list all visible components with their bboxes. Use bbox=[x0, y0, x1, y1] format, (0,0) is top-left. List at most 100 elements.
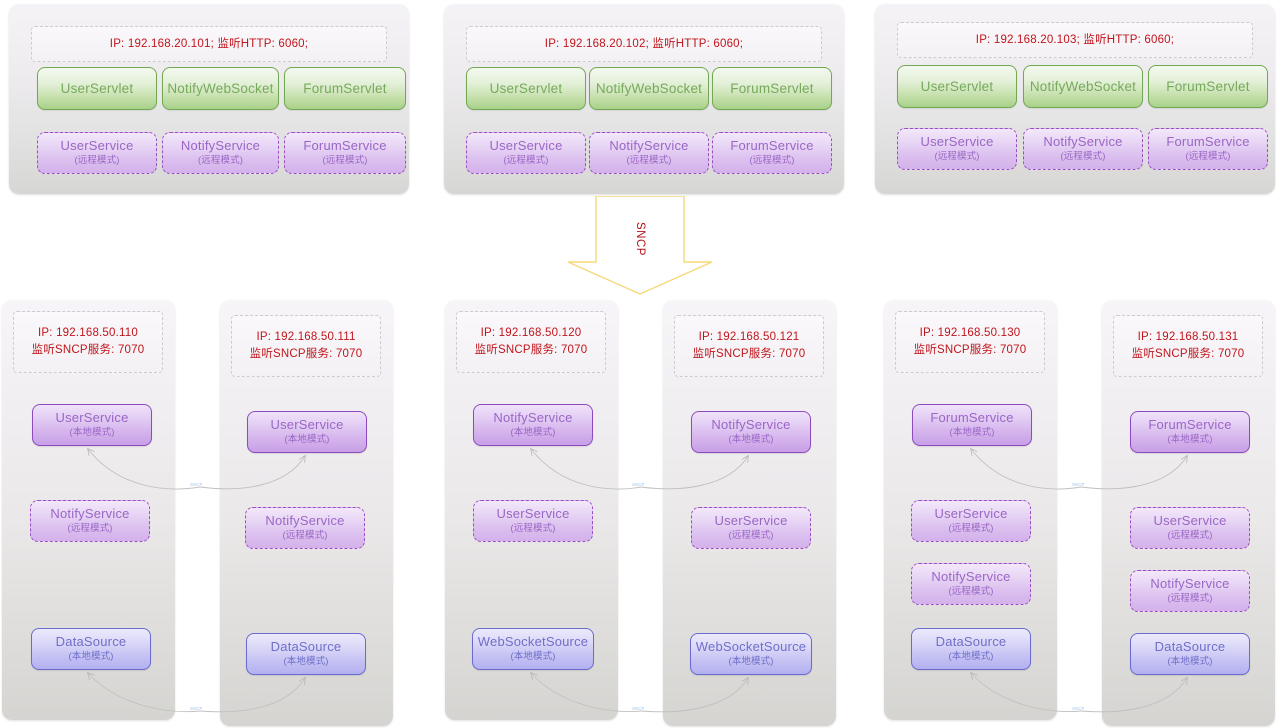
component-mode: (本地模式) bbox=[728, 656, 774, 667]
component-title: NotifyService bbox=[493, 410, 573, 426]
service-node-192-168-50-111[interactable]: IP: 192.168.50.111 监听SNCP服务: 7070 UserSe… bbox=[220, 300, 393, 726]
component-title: WebSocketSource bbox=[695, 639, 807, 655]
component-title: ForumService bbox=[303, 138, 387, 154]
component-title: UserService bbox=[55, 410, 129, 426]
node-header-ip: IP: 192.168.50.110 bbox=[38, 327, 138, 340]
component-title: UserService bbox=[496, 506, 570, 522]
component-mode: (本地模式) bbox=[948, 651, 994, 662]
component-forumservlet[interactable]: ForumServlet bbox=[712, 67, 832, 110]
node-header: IP: 192.168.20.102; 监听HTTP: 6060; bbox=[466, 26, 822, 62]
component-title: UserService bbox=[714, 513, 788, 529]
sncp-link-label: SNCP bbox=[632, 706, 645, 711]
sncp-link-label: SNCP bbox=[1072, 706, 1085, 711]
node-header-port: 监听SNCP服务: 7070 bbox=[913, 344, 1027, 356]
component-notifyservice-remote[interactable]: NotifyService (远程模式) bbox=[1130, 570, 1250, 612]
node-header-ip: IP: 192.168.50.111 bbox=[256, 331, 356, 344]
node-header-line: IP: 192.168.20.103; 监听HTTP: 6060; bbox=[975, 33, 1175, 46]
component-userservice-remote[interactable]: UserService (远程模式) bbox=[691, 507, 811, 549]
web-node-192-168-20-101[interactable]: IP: 192.168.20.101; 监听HTTP: 6060; UserSe… bbox=[9, 4, 409, 194]
component-mode: (远程模式) bbox=[728, 530, 774, 541]
component-datasource-local[interactable]: DataSource (本地模式) bbox=[246, 633, 366, 675]
component-notifyservice-remote[interactable]: NotifyService (远程模式) bbox=[162, 132, 279, 174]
component-forumservice-remote[interactable]: ForumService (远程模式) bbox=[284, 132, 406, 174]
component-forumservice-local[interactable]: ForumService (本地模式) bbox=[1130, 411, 1250, 453]
component-userservice-remote[interactable]: UserService (远程模式) bbox=[473, 500, 593, 542]
component-mode: (本地模式) bbox=[284, 434, 330, 445]
component-mode: (本地模式) bbox=[728, 434, 774, 445]
component-userservlet[interactable]: UserServlet bbox=[37, 67, 157, 110]
service-node-192-168-50-130[interactable]: IP: 192.168.50.130 监听SNCP服务: 7070 ForumS… bbox=[884, 300, 1057, 720]
component-mode: (远程模式) bbox=[948, 586, 994, 597]
component-notifyservice-local[interactable]: NotifyService (本地模式) bbox=[691, 411, 811, 453]
component-notifyservice-remote[interactable]: NotifyService (远程模式) bbox=[30, 500, 150, 542]
component-mode: (本地模式) bbox=[68, 651, 114, 662]
component-mode: (远程模式) bbox=[1060, 151, 1106, 162]
component-forumservlet[interactable]: ForumServlet bbox=[1148, 65, 1268, 108]
component-datasource-local[interactable]: DataSource (本地模式) bbox=[31, 628, 151, 670]
component-notifyservice-local[interactable]: NotifyService (本地模式) bbox=[473, 404, 593, 446]
component-userservlet[interactable]: UserServlet bbox=[466, 67, 586, 110]
component-userservice-remote[interactable]: UserService (远程模式) bbox=[911, 500, 1031, 542]
component-userservice-remote[interactable]: UserService (远程模式) bbox=[1130, 507, 1250, 549]
component-title: NotifyService bbox=[1150, 576, 1230, 592]
component-title: UserService bbox=[270, 417, 344, 433]
component-notifyservice-remote[interactable]: NotifyService (远程模式) bbox=[245, 507, 365, 549]
node-header-port: 监听SNCP服务: 7070 bbox=[692, 348, 806, 360]
component-websocketsource-local[interactable]: WebSocketSource (本地模式) bbox=[690, 633, 812, 675]
sncp-protocol-label: SNCP bbox=[634, 222, 646, 256]
component-title: DataSource bbox=[935, 634, 1007, 650]
service-node-192-168-50-121[interactable]: IP: 192.168.50.121 监听SNCP服务: 7070 Notify… bbox=[663, 300, 836, 726]
node-header-ip: IP: 192.168.50.131 bbox=[1137, 331, 1239, 344]
component-userservlet[interactable]: UserServlet bbox=[897, 65, 1017, 108]
component-userservice-local[interactable]: UserService (本地模式) bbox=[247, 411, 367, 453]
component-title: DataSource bbox=[1154, 639, 1226, 655]
service-node-192-168-50-120[interactable]: IP: 192.168.50.120 监听SNCP服务: 7070 Notify… bbox=[445, 300, 618, 720]
component-notifywebsocket[interactable]: NotifyWebSocket bbox=[1023, 65, 1143, 108]
component-userservice-remote[interactable]: UserService (远程模式) bbox=[897, 128, 1017, 170]
component-userservice-remote[interactable]: UserService (远程模式) bbox=[37, 132, 157, 174]
node-header: IP: 192.168.50.130 监听SNCP服务: 7070 bbox=[895, 311, 1045, 373]
component-websocketsource-local[interactable]: WebSocketSource (本地模式) bbox=[472, 628, 594, 670]
component-notifyservice-remote[interactable]: NotifyService (远程模式) bbox=[1023, 128, 1143, 170]
component-notifyservice-remote[interactable]: NotifyService (远程模式) bbox=[589, 132, 709, 174]
component-title: NotifyService bbox=[1043, 134, 1123, 150]
component-title: UserServlet bbox=[60, 80, 134, 96]
component-notifywebsocket[interactable]: NotifyWebSocket bbox=[162, 67, 279, 110]
component-title: ForumServlet bbox=[1166, 78, 1250, 94]
component-forumservice-remote[interactable]: ForumService (远程模式) bbox=[1148, 128, 1268, 170]
node-header-ip: IP: 192.168.50.120 bbox=[480, 327, 582, 340]
service-node-192-168-50-110[interactable]: IP: 192.168.50.110 监听SNCP服务: 7070 UserSe… bbox=[2, 300, 175, 720]
sncp-link-label: SNCP bbox=[632, 482, 645, 487]
component-mode: (本地模式) bbox=[1167, 656, 1213, 667]
component-title: ForumService bbox=[730, 138, 814, 154]
component-forumservlet[interactable]: ForumServlet bbox=[284, 67, 406, 110]
component-notifywebsocket[interactable]: NotifyWebSocket bbox=[589, 67, 709, 110]
component-title: DataSource bbox=[270, 639, 342, 655]
component-title: ForumService bbox=[930, 410, 1014, 426]
node-header-line: IP: 192.168.20.102; 监听HTTP: 6060; bbox=[544, 37, 744, 50]
component-title: UserService bbox=[489, 138, 563, 154]
component-title: NotifyWebSocket bbox=[167, 80, 274, 96]
component-title: NotifyService bbox=[609, 138, 689, 154]
component-userservice-local[interactable]: UserService (本地模式) bbox=[32, 404, 152, 446]
component-mode: (本地模式) bbox=[949, 427, 995, 438]
component-forumservice-remote[interactable]: ForumService (远程模式) bbox=[712, 132, 832, 174]
component-title: ForumService bbox=[1166, 134, 1250, 150]
sncp-protocol-arrow-icon bbox=[567, 196, 713, 295]
component-title: ForumServlet bbox=[303, 80, 387, 96]
web-node-192-168-20-102[interactable]: IP: 192.168.20.102; 监听HTTP: 6060; UserSe… bbox=[444, 4, 844, 194]
node-header: IP: 192.168.50.131 监听SNCP服务: 7070 bbox=[1113, 315, 1263, 377]
component-mode: (远程模式) bbox=[198, 155, 243, 166]
component-datasource-local[interactable]: DataSource (本地模式) bbox=[1130, 633, 1250, 675]
component-notifyservice-remote[interactable]: NotifyService (远程模式) bbox=[911, 563, 1031, 605]
component-title: UserService bbox=[60, 138, 134, 154]
component-title: UserServlet bbox=[489, 80, 563, 96]
web-node-192-168-20-103[interactable]: IP: 192.168.20.103; 监听HTTP: 6060; UserSe… bbox=[875, 4, 1275, 194]
component-forumservice-local[interactable]: ForumService (本地模式) bbox=[912, 404, 1032, 446]
component-datasource-local[interactable]: DataSource (本地模式) bbox=[911, 628, 1031, 670]
component-mode: (远程模式) bbox=[626, 155, 672, 166]
component-mode: (本地模式) bbox=[510, 651, 556, 662]
component-userservice-remote[interactable]: UserService (远程模式) bbox=[466, 132, 586, 174]
service-node-192-168-50-131[interactable]: IP: 192.168.50.131 监听SNCP服务: 7070 ForumS… bbox=[1102, 300, 1275, 726]
